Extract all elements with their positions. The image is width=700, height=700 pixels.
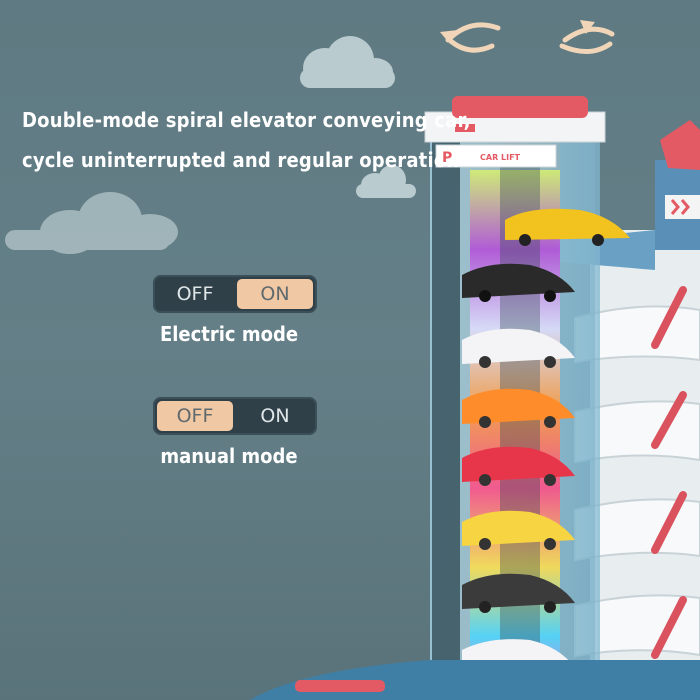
- car-icon: [462, 328, 575, 368]
- cloud-icon: [5, 192, 178, 254]
- electric-on-option[interactable]: ON: [237, 279, 313, 309]
- electric-mode-switch[interactable]: OFF ON: [153, 275, 317, 313]
- car-lift-sign: P CAR LIFT: [442, 150, 521, 166]
- manual-mode-switch[interactable]: OFF ON: [153, 397, 317, 435]
- car-lift-sign-letter: P: [442, 150, 452, 166]
- cloud-icon: [300, 36, 395, 88]
- car-icon: [462, 388, 575, 428]
- car-icon: [462, 510, 575, 550]
- car-icon: [505, 208, 630, 246]
- manual-mode-caption: manual mode: [160, 444, 298, 468]
- car-icon: [462, 263, 575, 302]
- car-lift-sign-text: CAR LIFT: [480, 153, 521, 162]
- elevator-tower: [424, 96, 630, 700]
- car-icon: [462, 573, 575, 613]
- manual-on-option[interactable]: ON: [260, 405, 290, 427]
- car-icon: [462, 446, 575, 486]
- rotate-left-arrow-icon: [440, 22, 501, 53]
- rotate-right-arrow-icon: [559, 20, 615, 54]
- cloud-icon: [356, 165, 416, 198]
- headline-line-1: Double-mode spiral elevator conveying ca…: [22, 108, 471, 132]
- headline-line-2: cycle uninterrupted and regular operatio…: [22, 148, 460, 172]
- headline: Double-mode spiral elevator conveying ca…: [22, 100, 471, 180]
- electric-mode-caption: Electric mode: [159, 322, 299, 346]
- electric-off-option[interactable]: OFF: [176, 283, 214, 305]
- manual-off-option[interactable]: OFF: [157, 401, 233, 431]
